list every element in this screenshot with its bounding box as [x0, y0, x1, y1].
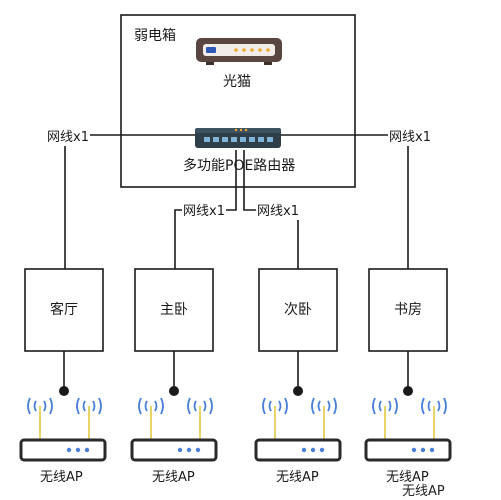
room-box-master	[134, 268, 214, 352]
drop-line-study	[403, 351, 413, 396]
cable-label-left: 网线x1	[46, 130, 90, 146]
wireless-ap-icon	[19, 397, 107, 462]
poe-router-icon	[195, 128, 281, 148]
drop-line-living	[59, 351, 69, 396]
modem-label: 光猫	[223, 74, 251, 90]
room-label-living: 客厅	[50, 302, 78, 318]
cable-label-center-left: 网线x1	[182, 204, 226, 220]
watermark-text: 无线AP	[402, 484, 445, 499]
weak-current-box-title: 弱电箱	[134, 28, 176, 44]
room-label-study: 书房	[394, 302, 422, 318]
room-box-second	[258, 268, 338, 352]
wireless-ap-icon	[130, 397, 218, 462]
room-label-second: 次卧	[284, 302, 312, 318]
room-label-master: 主卧	[160, 302, 188, 318]
ap-label-study: 无线AP	[386, 470, 429, 485]
cable-label-right: 网线x1	[388, 130, 432, 146]
modem-icon	[196, 38, 282, 65]
drop-line-master	[169, 351, 179, 396]
ap-label-second: 无线AP	[276, 470, 319, 485]
cable-label-center-right: 网线x1	[256, 204, 300, 220]
drop-line-second	[293, 351, 303, 396]
wireless-ap-icon	[364, 397, 452, 462]
room-box-study	[368, 268, 448, 352]
router-label: 多功能POE路由器	[183, 158, 296, 174]
ap-label-master: 无线AP	[152, 470, 195, 485]
wireless-ap-icon	[254, 397, 342, 462]
room-box-living	[24, 268, 104, 352]
weak-current-box	[120, 14, 356, 188]
ap-label-living: 无线AP	[40, 470, 83, 485]
